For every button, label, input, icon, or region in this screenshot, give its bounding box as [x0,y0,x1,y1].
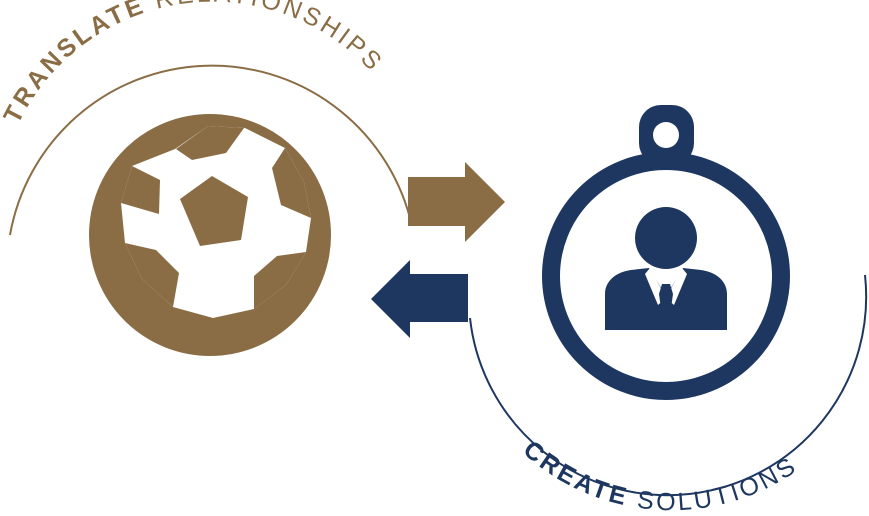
soccer-ball-top-patch [176,126,244,160]
soccer-ball-icon [89,114,331,356]
arrow-left-icon [371,260,468,338]
bottom-arc-line [469,274,868,497]
bottom-label-bold: CREATE [518,435,632,511]
top-label: TRANSLATE RELATIONSHIPS [0,0,389,128]
soccer-ball-bottom-right-patch [254,252,306,309]
bottom-label-light: SOLUTIONS [626,451,803,516]
bottom-label: CREATE SOLUTIONS [518,435,803,516]
soccer-ball-bottom-left-patch [125,243,179,307]
top-label-light: RELATIONSHIPS [141,0,389,78]
top-label-bold: TRANSLATE [0,0,149,128]
person-head [635,207,697,269]
soccer-ball-left-patch [121,166,160,214]
tie-icon [659,284,673,323]
soccer-ball-right-patch [272,148,311,218]
top-arc-line [9,64,411,236]
arrow-right-icon [408,162,505,242]
id-badge-person-icon [542,105,790,400]
soccer-ball-center-patch [180,176,248,246]
